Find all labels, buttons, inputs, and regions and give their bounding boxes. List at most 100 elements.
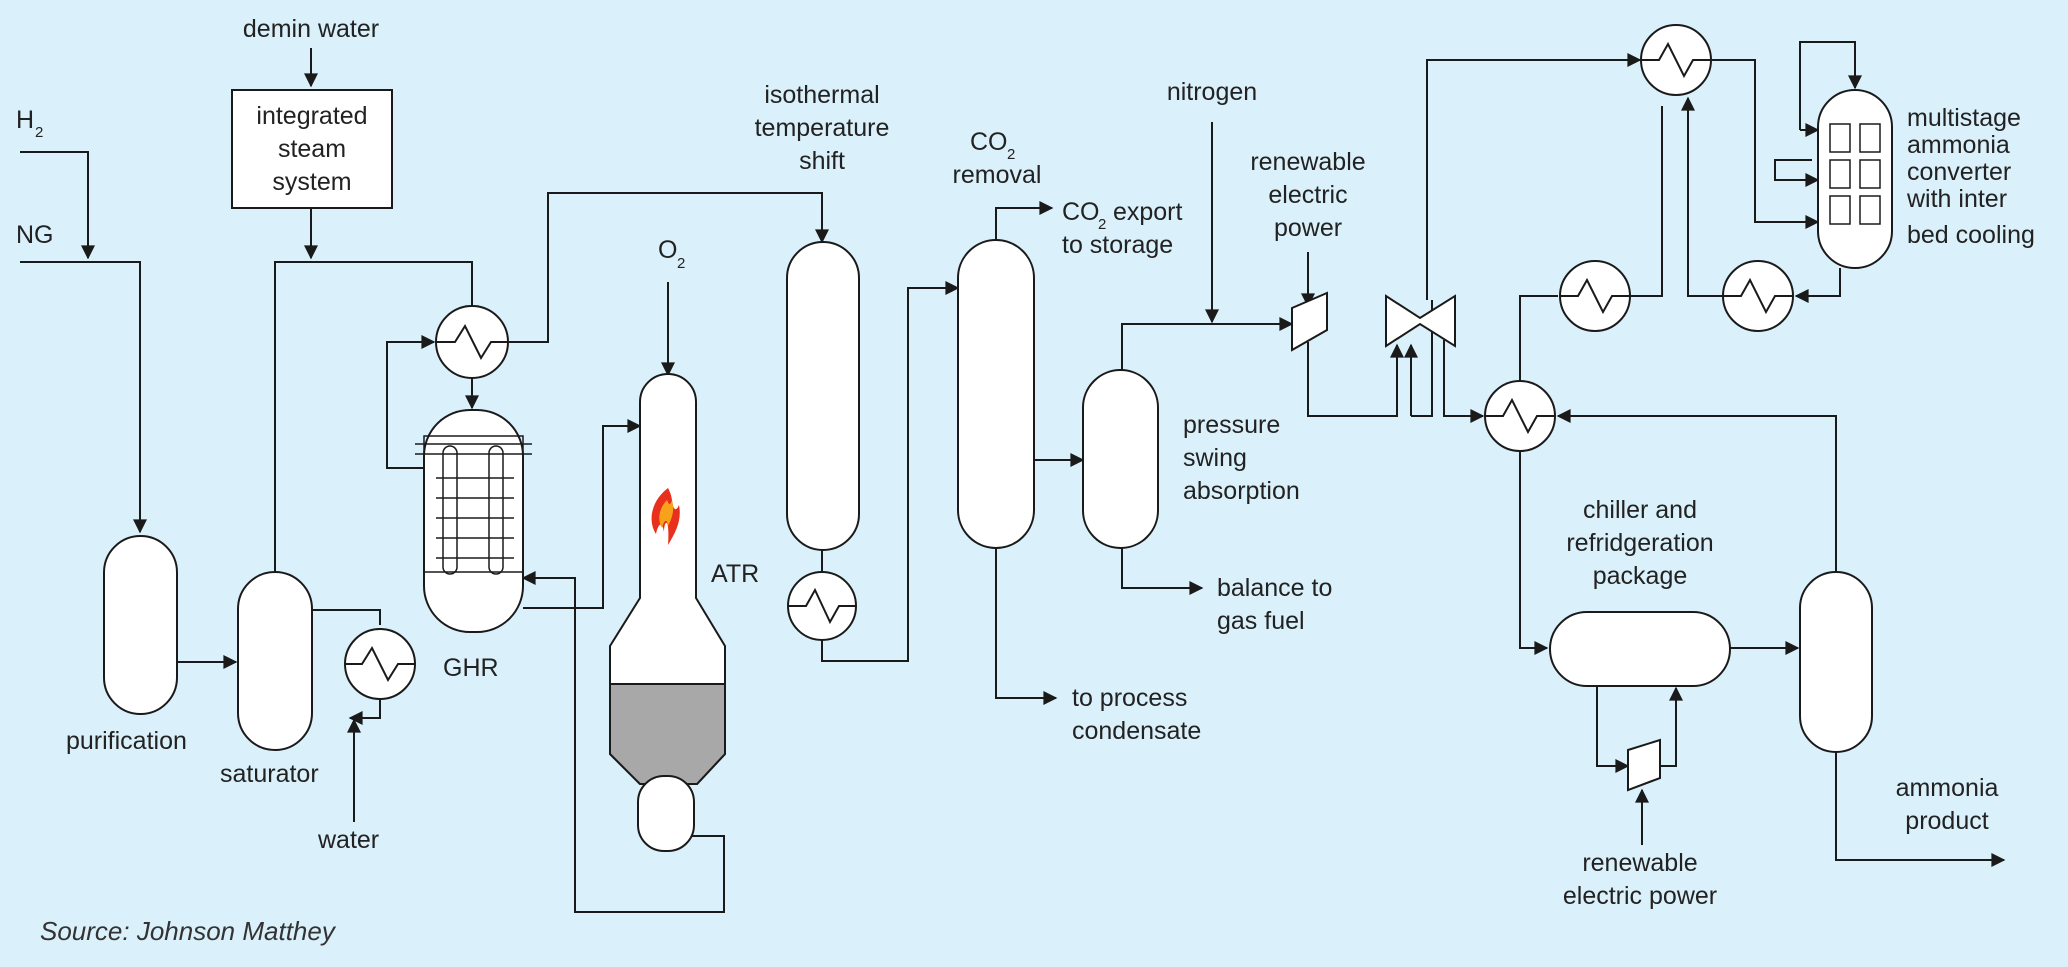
renewable-power-label: renewable xyxy=(1250,148,1365,176)
syngas-to-middle-hx-line xyxy=(1443,340,1485,423)
condensate-label: to process xyxy=(1072,684,1187,712)
converter-outlet-exchanger xyxy=(1722,260,1794,332)
ammonia-converter xyxy=(1817,89,1893,269)
left-loop-exchanger xyxy=(1559,260,1631,332)
co2-export-line xyxy=(995,201,1054,240)
syngas-compressor xyxy=(1385,294,1456,348)
psa-vessel xyxy=(1082,369,1159,549)
isothermal-shift-label: shift xyxy=(799,147,845,175)
psa-label: pressure xyxy=(1183,411,1280,439)
equipment xyxy=(103,24,1893,852)
refrigeration-power-label: renewable xyxy=(1582,849,1697,877)
left-hx-inlet-line xyxy=(1519,295,1558,382)
converter-side-inlet-line xyxy=(1774,159,1812,181)
balance-gas-label: gas fuel xyxy=(1217,607,1305,635)
converter-outlet-line xyxy=(1794,268,1841,303)
co2-removal-column xyxy=(957,239,1035,549)
condensate-line xyxy=(995,548,1058,705)
isothermal-shift-label: isothermal xyxy=(764,81,879,109)
isothermal-shift-reactor xyxy=(786,241,860,551)
water-heater-exchanger xyxy=(344,628,416,700)
chiller-to-refrigeration-line xyxy=(1596,686,1630,773)
chiller-label: chiller and xyxy=(1583,496,1697,524)
refrigeration-power-label: electric power xyxy=(1563,882,1717,910)
syngas-feed-exchanger xyxy=(1484,380,1556,452)
converter-hx-to-upper-hx-line xyxy=(1681,96,1722,297)
converter-feed-exchanger xyxy=(1640,24,1712,96)
ammonia-product-label: product xyxy=(1905,807,1988,835)
steam-system-label: system xyxy=(272,168,351,196)
water-label: water xyxy=(317,826,379,854)
heater-return-line xyxy=(348,694,381,725)
ng-feed-line xyxy=(20,261,147,534)
demin-water-label: demin water xyxy=(243,15,379,43)
integrated-steam-system-box xyxy=(231,89,393,209)
refrigeration-to-chiller-line xyxy=(1660,686,1683,767)
co2-export-label: CO xyxy=(1062,198,1100,226)
refrigeration-compressor xyxy=(1627,738,1661,792)
ghr-loop-line xyxy=(386,335,440,469)
co2-export-label: export xyxy=(1106,198,1182,226)
ghr-label: GHR xyxy=(443,654,499,682)
h2-label-subscript: 2 xyxy=(35,124,43,141)
psa-label: swing xyxy=(1183,444,1247,472)
psa-to-compressor-line xyxy=(1121,317,1294,370)
atr-catalyst-bed xyxy=(609,683,726,785)
ghr-feed-exchanger xyxy=(435,305,510,379)
shift-outlet-cooler xyxy=(787,571,857,641)
balance-gas-label: balance to xyxy=(1217,574,1332,602)
converter-label: multistage xyxy=(1907,104,2021,132)
co2-removal-label: removal xyxy=(953,161,1042,189)
co2-removal-label-subscript: 2 xyxy=(1007,146,1015,163)
chiller-label: package xyxy=(1593,562,1688,590)
atr-to-ghr-return-line xyxy=(521,571,725,913)
steam-system-label: steam xyxy=(278,135,346,163)
renewable-power-label: electric xyxy=(1268,181,1347,209)
isothermal-shift-label: temperature xyxy=(755,114,890,142)
saturator-heater-loop xyxy=(312,609,381,625)
ng-label: NG xyxy=(16,221,54,249)
converter-label: bed cooling xyxy=(1907,221,2035,249)
hx-to-shift-line xyxy=(510,192,829,343)
source-credit: Source: Johnson Matthey xyxy=(40,916,337,946)
left-hx-outlet-line xyxy=(1630,106,1663,297)
purification-vessel xyxy=(103,535,178,715)
atr-label: ATR xyxy=(711,560,759,588)
ghr-to-atr-line xyxy=(523,419,642,609)
balance-gas-line xyxy=(1121,548,1204,595)
renewable-power-label: power xyxy=(1274,214,1342,242)
chiller-label: refridgeration xyxy=(1566,529,1713,557)
ammonia-separator xyxy=(1799,571,1873,753)
flame-icon xyxy=(651,488,680,545)
labels: demin water integrated steam system H 2 … xyxy=(16,15,2035,946)
co2-removal-label: CO xyxy=(970,128,1008,156)
recycle-line xyxy=(1411,300,1433,417)
ammonia-product-label: ammonia xyxy=(1896,774,1999,802)
compressor-to-syngas-line xyxy=(1307,342,1404,417)
saturator-overhead-line xyxy=(274,261,479,572)
process-lines xyxy=(20,41,2006,913)
ammonia-product-line xyxy=(1835,752,2006,867)
steam-system-label: integrated xyxy=(256,102,367,130)
cooler-to-co2-removal-line xyxy=(821,281,960,662)
condensate-label: condensate xyxy=(1072,717,1201,745)
ghr-vessel xyxy=(415,409,532,633)
nitrogen-compressor xyxy=(1291,291,1328,352)
converter-label: converter xyxy=(1907,158,2011,186)
purification-label: purification xyxy=(66,727,187,755)
o2-label-subscript: 2 xyxy=(677,255,685,272)
atr-reactor xyxy=(609,373,726,852)
converter-label: with inter xyxy=(1906,185,2007,213)
co2-export-label-subscript: 2 xyxy=(1098,216,1106,233)
saturator-label: saturator xyxy=(220,760,319,788)
co2-export-label: to storage xyxy=(1062,231,1173,259)
chiller-vessel xyxy=(1549,611,1731,687)
syngas-to-upper-hx-line xyxy=(1426,53,1642,300)
h2-label: H xyxy=(16,106,34,134)
h2-feed-line xyxy=(20,151,95,260)
middle-hx-to-chiller-line xyxy=(1519,450,1549,655)
converter-top-loop-line xyxy=(1799,41,1862,130)
o2-label: O xyxy=(658,236,677,264)
separator-overhead-line xyxy=(1556,409,1837,572)
